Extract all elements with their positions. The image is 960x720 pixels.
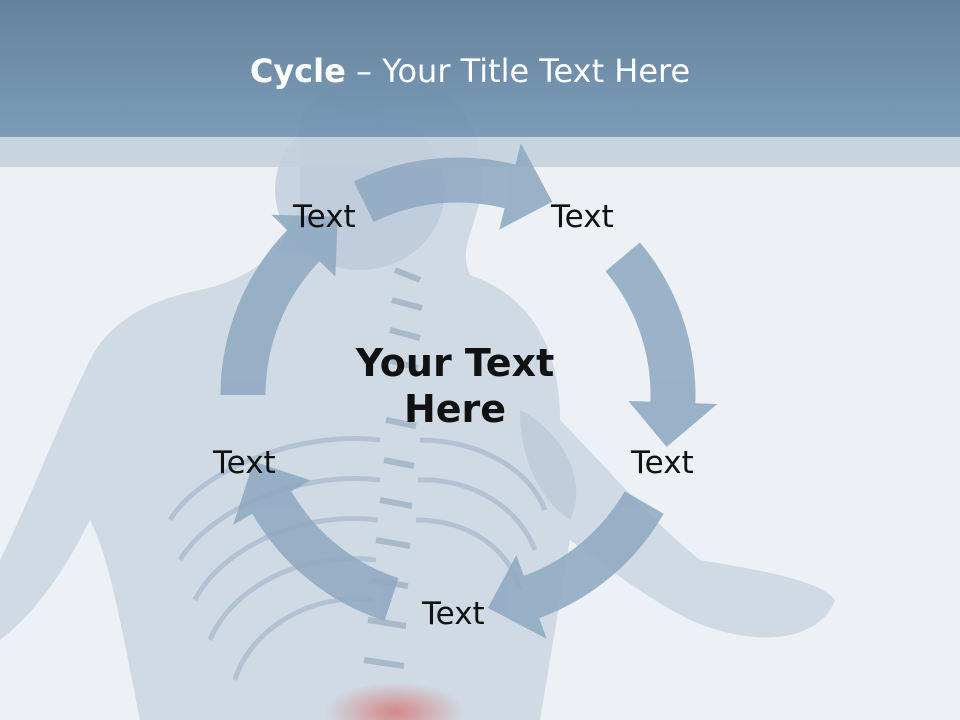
cycle-arrow-5 — [220, 214, 338, 395]
cycle-arrow-2 — [605, 242, 718, 448]
cycle-label-2: Text — [551, 199, 614, 235]
center-text: Your Text Here — [330, 340, 580, 432]
slide-title-bold: Cycle — [249, 52, 346, 90]
center-text-line-2: Here — [403, 387, 507, 431]
cycle-arrow-1 — [353, 143, 553, 230]
title-bar — [0, 0, 960, 137]
center-text-line-1: Your Text — [355, 341, 555, 385]
slide-title-rest: – Your Title Text Here — [345, 52, 691, 90]
cycle-arrow-3 — [487, 491, 664, 639]
slide-title: Cycle – Your Title Text Here — [0, 52, 940, 90]
cycle-label-4: Text — [422, 596, 485, 632]
cycle-label-5: Text — [213, 445, 276, 481]
cycle-label-1: Text — [293, 199, 356, 235]
cycle-arrow-4 — [233, 461, 399, 621]
cycle-label-3: Text — [631, 445, 694, 481]
